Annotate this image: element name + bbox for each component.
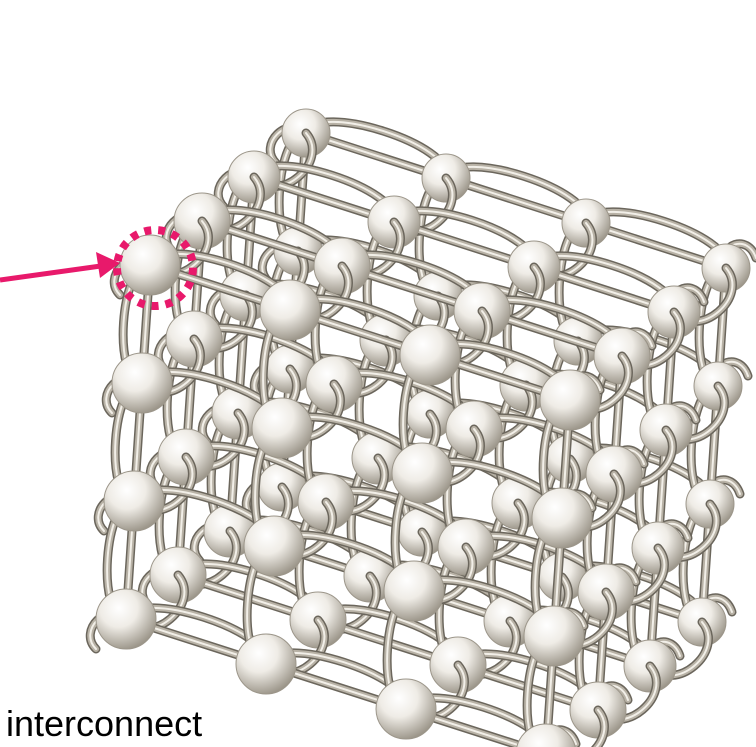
lattice-node: [524, 606, 584, 666]
lattice-node: [112, 353, 172, 413]
lattice-node: [96, 589, 156, 649]
pointer-arrow-shaft: [0, 265, 108, 280]
lattice-node: [384, 561, 444, 621]
lattice-node: [400, 325, 460, 385]
lattice-node: [376, 679, 436, 739]
lattice-node: [236, 634, 296, 694]
lattice-node: [540, 370, 600, 430]
lattice-node: [260, 280, 320, 340]
lattice-node: [244, 516, 304, 576]
lattice-structure: [90, 109, 756, 747]
lattice-node: [104, 471, 164, 531]
lattice-node: [392, 443, 452, 503]
lattice-node: [120, 235, 180, 295]
diagram-caption: interconnect: [6, 700, 202, 747]
lattice-node: [252, 398, 312, 458]
lattice-node: [532, 488, 592, 548]
